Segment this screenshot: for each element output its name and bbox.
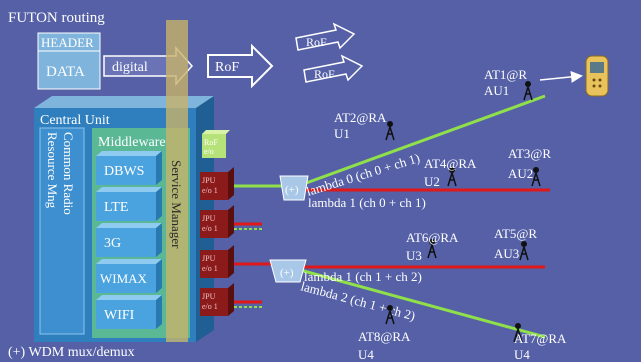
rof-wave-label-2: RoF bbox=[314, 67, 335, 81]
svg-text:AT4@RA: AT4@RA bbox=[424, 156, 477, 171]
radio-stack-dbws: DBWS bbox=[96, 151, 162, 185]
phone-link-arrow bbox=[539, 70, 583, 83]
antenna-icon bbox=[385, 310, 395, 325]
rof-wave-label-1: RoF bbox=[306, 35, 327, 49]
wdm-mux-upper bbox=[279, 175, 309, 201]
wdm-mux-lower bbox=[269, 259, 307, 283]
data-box bbox=[37, 50, 101, 90]
antenna-icon bbox=[523, 86, 533, 101]
fiber-lambda2-green bbox=[299, 268, 546, 339]
wdm-mux-lower-symbol: (+) bbox=[280, 267, 294, 279]
radio-stack-wimax-label: WIMAX bbox=[100, 271, 148, 286]
radio-stack-lte-label: LTE bbox=[104, 200, 128, 215]
svg-text:U2: U2 bbox=[424, 174, 440, 189]
jpu-block-3: JPU e/o 1 bbox=[200, 245, 234, 278]
rof-wave-arrow-1 bbox=[295, 22, 356, 51]
svg-text:AU1: AU1 bbox=[484, 83, 509, 98]
svg-text:JPU: JPU bbox=[202, 292, 216, 301]
svg-text:AU3: AU3 bbox=[494, 246, 519, 261]
central-unit-label: Central Unit bbox=[40, 113, 110, 128]
svg-text:e/o 1: e/o 1 bbox=[202, 186, 218, 195]
antenna-icon bbox=[513, 328, 523, 343]
middleware-label: Middleware bbox=[98, 135, 166, 150]
header-label: HEADER bbox=[41, 35, 94, 50]
antenna-group-at6: AT6@RA U3 bbox=[406, 230, 459, 263]
svg-text:U3: U3 bbox=[406, 248, 422, 263]
service-manager-label: Service Manager bbox=[169, 160, 184, 249]
service-manager-bar bbox=[166, 20, 188, 342]
svg-text:AT7@RA: AT7@RA bbox=[514, 331, 567, 346]
antenna-group-at3: AT3@R AU2 bbox=[508, 146, 551, 187]
antenna-group-at5: AT5@R AU3 bbox=[494, 226, 537, 261]
svg-text:AT3@R: AT3@R bbox=[508, 146, 551, 161]
radio-stack-wifi-label: WIFI bbox=[104, 308, 135, 323]
radio-stack-wimax: WIMAX bbox=[96, 259, 162, 293]
svg-text:AT1@R: AT1@R bbox=[484, 67, 527, 82]
radio-stack-dbws-label: DBWS bbox=[104, 164, 144, 179]
digital-label: digital bbox=[112, 60, 148, 75]
phone-icon bbox=[585, 55, 609, 97]
svg-text:AT5@R: AT5@R bbox=[494, 226, 537, 241]
svg-text:U1: U1 bbox=[334, 126, 350, 141]
svg-text:e/o 1: e/o 1 bbox=[202, 302, 218, 311]
svg-text:AT6@RA: AT6@RA bbox=[406, 230, 459, 245]
crrm-panel bbox=[39, 127, 85, 335]
rof-arrow bbox=[207, 43, 274, 89]
rof-arrow-label: RoF bbox=[215, 60, 239, 75]
lambda-label-1a: lambda 1 (ch 0 + ch 1) bbox=[308, 195, 426, 210]
svg-text:AT2@RA: AT2@RA bbox=[334, 110, 387, 125]
svg-text:e/o 1: e/o 1 bbox=[202, 264, 218, 273]
crrm-line-1: Common Radio bbox=[61, 132, 76, 215]
lambda-label-1b: lambda 1 (ch 1 + ch 2) bbox=[304, 269, 422, 284]
radio-stack-lte: LTE bbox=[96, 187, 162, 221]
radio-stack-3g-label: 3G bbox=[104, 236, 121, 251]
legend: (+) WDM mux/demux bbox=[8, 345, 135, 360]
antenna-group-at4: AT4@RA U2 bbox=[424, 156, 477, 189]
diagram-title: FUTON routing bbox=[8, 10, 105, 26]
jpu-block-2: JPU e/o 1 bbox=[200, 205, 234, 238]
antenna-icon bbox=[447, 172, 457, 187]
wdm-mux-upper-symbol: (+) bbox=[285, 184, 299, 196]
jpu-block-1: JPU e/o 1 bbox=[200, 167, 234, 200]
rof-wave-arrow-2 bbox=[303, 54, 364, 83]
radio-stack-wifi: WIFI bbox=[96, 295, 162, 329]
radio-stack-3g: 3G bbox=[96, 223, 162, 257]
jpu-block-4: JPU e/o 1 bbox=[200, 283, 234, 316]
svg-text:JPU: JPU bbox=[202, 214, 216, 223]
fiber-lambda0-green bbox=[297, 94, 546, 188]
antenna-group-at2: AT2@RA U1 bbox=[334, 110, 395, 141]
svg-text:U4: U4 bbox=[358, 347, 374, 362]
antenna-icon bbox=[385, 126, 395, 141]
svg-text:e/o: e/o bbox=[204, 147, 214, 156]
antenna-icon bbox=[427, 244, 437, 259]
antenna-icon bbox=[519, 246, 529, 261]
svg-text:AU2: AU2 bbox=[508, 166, 533, 181]
antenna-group-at1: AT1@R AU1 bbox=[484, 67, 533, 101]
antenna-group-at8: AT8@RA U4 bbox=[358, 305, 411, 362]
svg-text:e/o 1: e/o 1 bbox=[202, 224, 218, 233]
svg-text:JPU: JPU bbox=[202, 254, 216, 263]
svg-text:AT8@RA: AT8@RA bbox=[358, 329, 411, 344]
data-label: DATA bbox=[46, 64, 85, 80]
svg-text:JPU: JPU bbox=[202, 176, 216, 185]
crrm-line-2: Resource Mng bbox=[45, 132, 60, 209]
rof-eo-box: RoF e/o bbox=[202, 130, 230, 158]
antenna-icon bbox=[531, 172, 541, 187]
svg-text:U4: U4 bbox=[514, 347, 530, 362]
svg-text:RoF: RoF bbox=[204, 138, 218, 147]
antenna-group-at7: AT7@RA U4 bbox=[513, 323, 567, 362]
